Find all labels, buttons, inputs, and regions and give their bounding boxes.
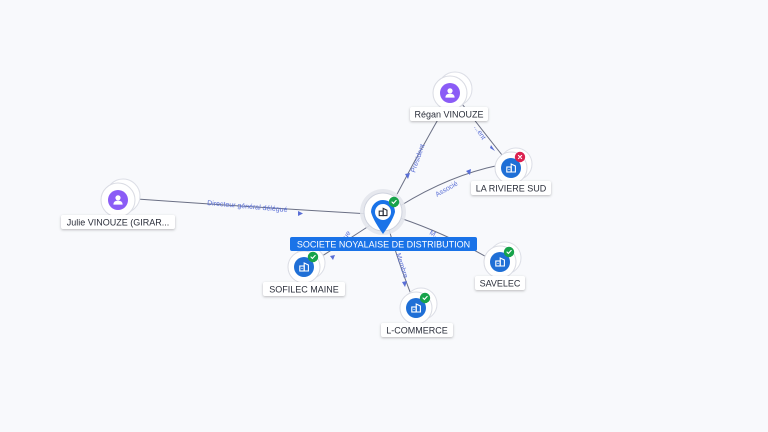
arrow-marker xyxy=(298,211,303,216)
label-box xyxy=(410,107,488,121)
edge-label: Directeur général délégué xyxy=(207,200,288,214)
label-box xyxy=(263,282,345,296)
edge-label: President xyxy=(410,143,426,173)
node-label: SAVELEC xyxy=(480,279,521,289)
center-label-box xyxy=(290,237,477,251)
edge-label: Associé xyxy=(435,180,460,198)
node-label: SOFILEC MAINE xyxy=(269,285,339,295)
node-label: Régan VINOUZE xyxy=(414,110,483,120)
label-box xyxy=(381,323,453,337)
arrow-marker xyxy=(405,173,410,179)
label-box xyxy=(475,276,525,290)
node-center-company[interactable]: SOCIETE NOYALAISE DE DISTRIBUTION xyxy=(290,189,477,251)
node-label: LA RIVIERE SUD xyxy=(476,184,547,194)
center-label: SOCIETE NOYALAISE DE DISTRIBUTION xyxy=(297,240,470,250)
node-la-riviere-sud[interactable]: LA RIVIERE SUD xyxy=(471,147,551,195)
node-l-commerce[interactable]: L-COMMERCE xyxy=(381,287,453,337)
edge-label: M... xyxy=(428,230,442,242)
arrow-marker xyxy=(330,255,335,260)
node-sofilec-maine[interactable]: SOFILEC MAINE xyxy=(263,246,345,296)
arrow-marker xyxy=(402,281,407,287)
edge-label: Membre xyxy=(394,252,409,279)
edge-julie-director[interactable]: Directeur général délégué xyxy=(136,198,371,216)
node-regan-vinouze[interactable]: Régan VINOUZE xyxy=(410,71,488,121)
node-savelec[interactable]: SAVELEC xyxy=(475,241,525,290)
label-box xyxy=(61,215,175,229)
edge-label: ...ent xyxy=(472,124,486,141)
node-julie-vinouze[interactable]: Julie VINOUZE (GIRAR... xyxy=(61,178,175,229)
arrow-marker xyxy=(466,169,471,175)
node-label: L-COMMERCE xyxy=(386,326,448,336)
node-label: Julie VINOUZE (GIRAR... xyxy=(67,218,170,228)
arrow-marker xyxy=(490,145,495,151)
label-box xyxy=(471,181,551,195)
